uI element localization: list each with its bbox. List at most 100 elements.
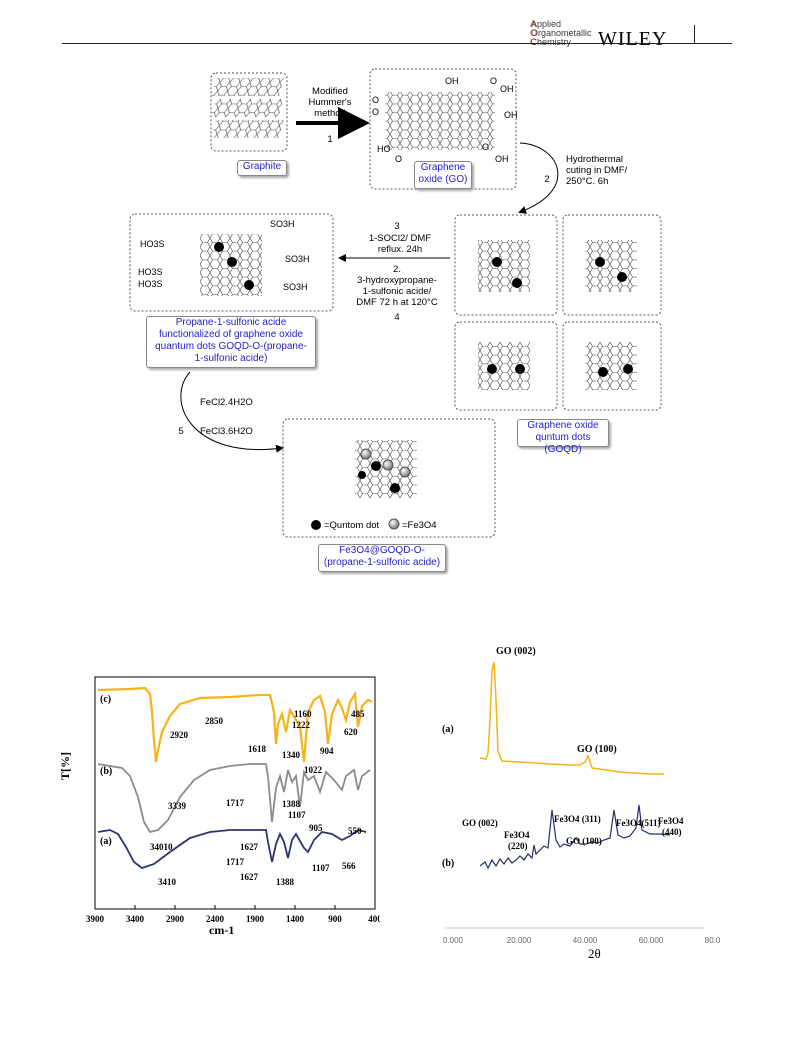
ftir-peak-label-b: 1627 [240,842,259,852]
svg-text:OH: OH [504,110,518,120]
xrd-peak-label-b: Fe3O4 (311) [554,814,601,824]
ftir-peak-label-a: 1388 [276,877,295,887]
ftir-curve-label: (c) [100,694,111,705]
journal-line3: Chemistry [530,37,572,47]
ftir-x-tick-label: 2400 [206,914,225,924]
svg-text:SO3H: SO3H [270,219,295,229]
synthesis-scheme: OH O OH O O HO O O OH OH SO3H HO3S SO3H … [129,68,662,538]
ftir-peak-label-a: 1717 [226,857,245,867]
xrd-peak-label-b: GO (002) [462,818,498,828]
ftir-peak-label-c: 904 [320,746,334,756]
final-structure [311,440,417,530]
ftir-curve-label: (a) [100,836,112,847]
ftir-peak-label-a: 3410 [158,877,177,887]
ftir-curve-b [97,763,371,834]
go-oh-top: OH [445,76,459,86]
xrd-peak-label-a: GO (002) [496,646,536,657]
goqd-label: Graphene oxide quntum dots (GOQD) [517,419,609,455]
svg-text:O: O [482,142,489,152]
svg-text:HO3S: HO3S [138,279,163,289]
functionalized-label: Propane-1-sulfonic acide functionalized … [146,316,316,368]
step1-text: Modified Hummer's method [308,86,352,119]
ftir-peak-label-c: 1222 [292,720,311,730]
ftir-peak-label-c: 620 [344,727,358,737]
ftir-x-tick-label: 400 [368,914,380,924]
header-rule [62,43,732,44]
xrd-peak-label-b: Fe3O4(220) [504,830,530,851]
ftir-peak-label-a: 1107 [312,863,330,873]
journal-line2: Organometallic [531,28,592,38]
go-label: Graphene oxide (GO) [414,161,472,189]
xrd-peak-label-a: GO (100) [577,744,617,755]
ftir-peak-label-b: 550 [348,826,362,836]
ftir-peak-label-a: 566 [342,861,356,871]
ftir-peak-label-b: 3339 [168,801,187,811]
xrd-xlabel: 2θ [588,946,601,961]
ftir-peak-label-c: 1618 [248,744,267,754]
ftir-curve-a [97,829,367,870]
xrd-x-tick-label: 20.000 [507,936,532,945]
ftir-peak-label-c: 2850 [205,716,224,726]
go-structure: OH O OH O O HO O O OH OH [372,76,518,164]
arrow-step5 [180,371,284,453]
xrd-x-tick-label: 60.000 [639,936,664,945]
xrd-peak-label-b: GO (100) [566,836,602,846]
step4-number: 4 [394,312,400,323]
legend-fe3o4: =Fe3O4 [402,520,437,531]
legend-quantum-dot: =Quntom dot [324,520,380,531]
graphite-structure [210,72,288,152]
xrd-curve-b [479,804,671,870]
ftir-x-tick-label: 3900 [86,914,105,924]
svg-text:SO3H: SO3H [283,282,308,292]
xrd-curve-label: (a) [442,724,454,735]
arrow-step2 [518,142,559,214]
header-tick [694,25,695,44]
ftir-peak-label-c: 1160 [294,709,312,719]
final-label: Fe3O4@GOQD-O- (propane-1-sulfonic acide) [318,544,446,572]
step5-reagent1: FeCl2.4H2O [200,397,253,408]
ftir-x-tick-label: 3400 [126,914,145,924]
svg-text:SO3H: SO3H [285,254,310,264]
svg-text:OH: OH [495,154,509,164]
xrd-x-tick-label: 40.000 [573,936,598,945]
final-box [282,418,496,538]
svg-text:O: O [372,95,379,105]
svg-text:O: O [395,154,402,164]
step4-text: 2. 3-hydroxypropane- 1-sulfonic acide/ D… [356,264,438,308]
ftir-curve-c [97,686,373,763]
ftir-annotations: (c)(b)(a)2920285016181340122211601022904… [100,694,365,887]
ftir-xlabel: cm-1 [209,923,234,938]
xrd-peak-label-b: Fe3O4(440) [658,816,684,837]
step5-reagent2: FeCl3.6H2O [200,426,253,437]
ftir-frame [94,676,376,910]
xrd-curve-a [479,661,664,775]
step2-text: Hydrothermal cuting in DMF/ 250°C. 6h [566,154,628,187]
goqd-structures [454,214,662,411]
ftir-peak-label-b: 1388 [282,799,301,809]
ftir-x-tick-label: 2900 [166,914,185,924]
step3-number: 3 [394,221,400,232]
ftir-peak-label-b: 34010 [150,842,173,852]
journal-name: AApplied OOrganometallic CChemistry [530,19,592,47]
xrd-peak-label-b: Fe3O4(511) [616,818,661,828]
ftir-peak-label-a: 1627 [240,872,259,882]
xrd-x-tick-label: 80.000 [705,936,720,945]
ftir-peak-label-c: 1022 [304,765,323,775]
ftir-peak-label-b: 905 [309,823,323,833]
ftir-x-tick-label: 900 [328,914,342,924]
ftir-x-tick-label: 1900 [246,914,265,924]
ftir-peak-label-b: 1107 [288,810,306,820]
svg-text:HO: HO [377,144,391,154]
ftir-peak-label-c: 2920 [170,730,189,740]
ftir-peak-label-b: 1717 [226,798,245,808]
functionalized-structure: SO3H HO3S SO3H HO3S HO3S SO3H [138,219,310,296]
svg-text:O: O [490,76,497,86]
journal-line1: Applied [531,19,562,29]
step1-number: 1 [327,134,333,145]
svg-text:HO3S: HO3S [138,267,163,277]
publisher-logo: WILEY [598,28,668,50]
